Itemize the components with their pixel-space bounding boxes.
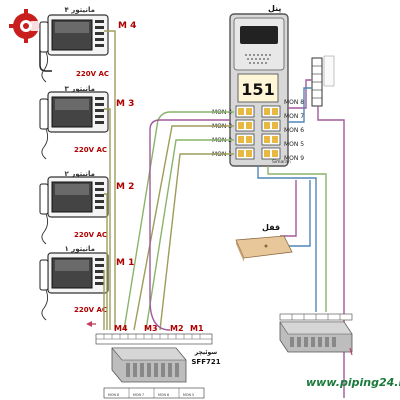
switch-output-m1: M1 (190, 324, 204, 333)
panel-brand: Simaran (272, 159, 291, 165)
switcher-output-labels: M4 M3 M2 M1 (114, 324, 204, 333)
switcher-bottom-label-2: MON 7 (133, 393, 144, 397)
watermark: www.piping24.ir (306, 376, 400, 389)
monitor-1-power: 220V AC (74, 306, 107, 314)
monitor-2-label: مانیتور ۲ (65, 170, 95, 178)
monitor-3: مانیتور ۳ M 3 220V AC (39, 85, 134, 160)
panel-right-labels: MON 8 MON 7 MON 6 MON 5 MON 9 (284, 99, 304, 162)
switch-output-m4: M4 (114, 324, 128, 333)
monitor-2-id: M 2 (116, 182, 134, 192)
monitor-2: مانیتور ۲ M 2 220V AC (39, 170, 134, 245)
door-panel: پنل 151 Simaran (229, 4, 291, 167)
panel-right-label-4: MON 5 (284, 141, 304, 148)
door-lock: قفل (235, 223, 293, 262)
switcher-bottom-label-1: MON 8 (108, 393, 119, 397)
switcher-model: SFF721 (191, 358, 220, 366)
switch-output-m3: M3 (144, 324, 158, 333)
switch-output-m2: M2 (170, 324, 184, 333)
panel-left-labels: MON 4 MON 3 MON 2 MON 1 (212, 109, 232, 158)
panel-right-label-5: MON 9 (284, 155, 304, 162)
watermark-text: www.piping24.ir (306, 376, 400, 389)
monitor-1-label: مانیتور ۱ (65, 245, 95, 253)
switcher-bottom-label-4: MON 5 (183, 393, 194, 397)
panel-connector-block (311, 55, 335, 107)
panel-right-label-3: MON 6 (284, 127, 304, 134)
monitor-3-label: مانیتور ۳ (65, 85, 95, 93)
monitor-4: مانیتور ۴ M 4 220V AC (39, 6, 136, 83)
panel-right-label-2: MON 7 (284, 113, 304, 120)
power-supply (279, 313, 353, 356)
panel-right-label-1: MON 8 (284, 99, 304, 106)
lock-label: قفل (262, 223, 280, 232)
monitor-4-label: مانیتور ۴ (65, 6, 95, 14)
switcher-title: سوئیچر (194, 349, 218, 356)
monitor-wires (103, 30, 116, 330)
monitor-3-power: 220V AC (74, 146, 107, 154)
switcher-bottom-labels: MON 8 MON 7 MON 6 MON 5 (108, 393, 194, 397)
monitor-3-id: M 3 (116, 99, 134, 109)
apartment-number: 151 (241, 80, 274, 99)
monitor-4-id: M 4 (118, 21, 136, 31)
video-switcher: M4 M3 M2 M1 سوئیچر SFF721 MON 8 MON 7 MO… (86, 321, 221, 399)
monitor-4-power: 220V AC (76, 70, 109, 78)
monitor-1: مانیتور ۱ M 1 220V AC (39, 245, 134, 321)
switcher-bottom-label-3: MON 6 (158, 393, 169, 397)
monitor-2-power: 220V AC (74, 231, 107, 239)
panel-wires (123, 79, 345, 398)
panel-title: پنل (268, 4, 281, 13)
monitor-1-id: M 1 (116, 258, 134, 268)
